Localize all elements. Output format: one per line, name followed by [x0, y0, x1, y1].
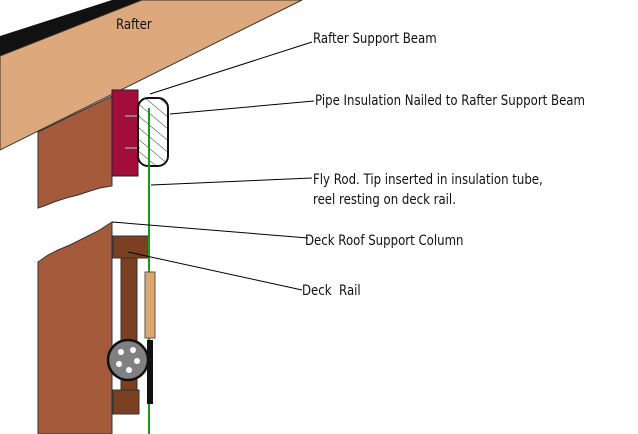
leader-rafter-support-beam: [149, 41, 313, 95]
reel-hole-4: [126, 367, 132, 373]
leader-deck-rail: [127, 251, 303, 291]
label-fly-rod: Fly Rod. Tip inserted in insulation tube…: [313, 172, 543, 208]
reel-hole-2: [130, 347, 136, 353]
leader-deck-roof-support-column: [111, 221, 309, 239]
reel-hole-5: [134, 358, 140, 364]
label-rafter-support-beam: Rafter Support Beam: [313, 31, 437, 47]
reel-hole-1: [118, 349, 124, 355]
leader-pipe-insulation: [169, 100, 315, 115]
label-deck-roof-support-column: Deck Roof Support Column: [305, 233, 464, 249]
deck-rail-bottom: [112, 389, 140, 415]
pipe-insulation-tube: [137, 97, 169, 167]
fly-rod-butt: [147, 340, 153, 404]
label-pipe-insulation: Pipe Insulation Nailed to Rafter Support…: [315, 93, 585, 109]
reel-hole-3: [116, 361, 122, 367]
rafter-board: [0, 0, 303, 151]
rafter-support-beam: [111, 89, 139, 177]
fly-rod-handle: [144, 271, 156, 339]
deck-roof-support-column-lower: [37, 221, 113, 434]
deck-rail-top: [112, 235, 150, 259]
label-deck-rail: Deck Rail: [302, 283, 361, 299]
reel-body: [106, 338, 150, 382]
leader-fly-rod: [150, 177, 313, 186]
label-rafter: Rafter: [116, 17, 152, 33]
